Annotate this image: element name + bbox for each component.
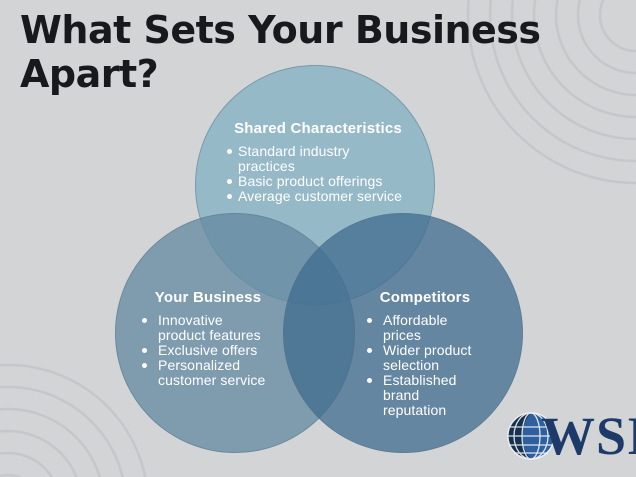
venn-heading-competitors: Competitors (379, 289, 471, 306)
list-item: Exclusive offers (128, 343, 288, 358)
list-item: Innovative product features (128, 313, 288, 343)
venn-heading-shared: Shared Characteristics (234, 120, 402, 137)
page-title: What Sets Your Business Apart? (20, 8, 541, 96)
venn-list-shared: Standard industry practices Basic produc… (207, 144, 429, 204)
venn-label-competitors: Competitors Affordable prices Wider prod… (352, 289, 498, 418)
list-item: Basic product offerings (207, 174, 429, 189)
wsi-logo: WSI (505, 406, 636, 466)
venn-label-shared: Shared Characteristics Standard industry… (207, 120, 429, 204)
venn-list-your-business: Innovative product features Exclusive of… (128, 313, 288, 388)
list-item: Average customer service (207, 189, 429, 204)
wsi-logo-text: WSI (541, 406, 636, 466)
venn-heading-your-business: Your Business (154, 289, 262, 306)
list-item: Affordable prices (352, 313, 498, 343)
venn-label-your-business: Your Business Innovative product feature… (128, 289, 288, 388)
venn-circle-competitors (283, 213, 523, 453)
list-item: Wider product selection (352, 343, 498, 373)
list-item: Standard industry practices (207, 144, 429, 174)
list-item: Established brand reputation (352, 373, 498, 418)
venn-list-competitors: Affordable prices Wider product selectio… (352, 313, 498, 418)
wsi-globe-icon (507, 412, 555, 460)
list-item: Personalized customer service (128, 358, 288, 388)
